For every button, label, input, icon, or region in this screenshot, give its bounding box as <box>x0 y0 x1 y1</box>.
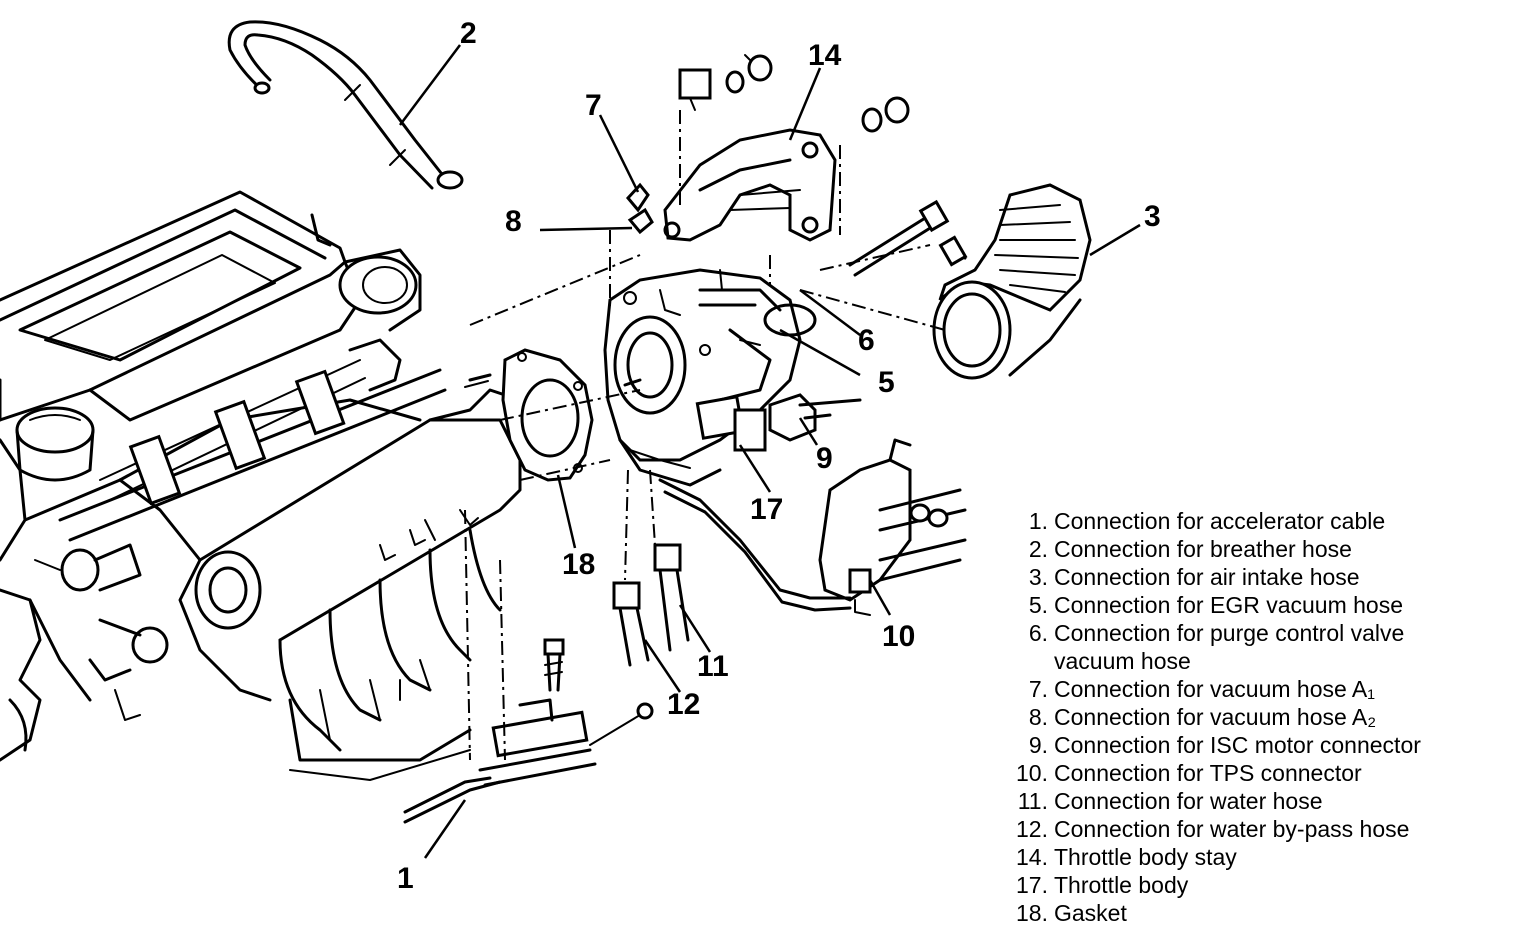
legend-text: Connection for water hose <box>1054 788 1323 814</box>
callout-12: 12 <box>667 688 700 721</box>
tps-bracket-part <box>818 438 967 616</box>
legend-item: 3.Connection for air intake hose <box>1000 563 1510 591</box>
legend-item: 6.Connection for purge control valve <box>1000 619 1510 647</box>
legend-text: Connection for ISC motor connector <box>1054 732 1421 758</box>
air-intake-hose-part <box>932 183 1092 380</box>
legend-item: 18.Gasket <box>1000 899 1510 927</box>
accelerator-cable-part <box>403 638 654 824</box>
legend-text: Connection for vacuum hose A₂ <box>1054 704 1377 730</box>
legend-item: 12.Connection for water by-pass hose <box>1000 815 1510 843</box>
callout-18: 18 <box>562 548 595 581</box>
callout-labels: 1 2 3 5 6 7 8 9 10 11 12 14 17 18 <box>397 17 1161 895</box>
callout-14: 14 <box>808 39 842 72</box>
legend-text: Connection for EGR vacuum hose <box>1054 592 1404 618</box>
legend-item: 17.Throttle body <box>1000 871 1510 899</box>
legend-item: 7.Connection for vacuum hose A₁ <box>1000 675 1510 703</box>
legend-item: 14.Throttle body stay <box>1000 843 1510 871</box>
legend-number: 2. <box>1028 536 1048 562</box>
legend-number: 10. <box>1016 760 1048 786</box>
isc-connector-part <box>768 393 862 442</box>
engine-block <box>0 190 447 762</box>
legend-text: Connection for accelerator cable <box>1054 508 1386 534</box>
legend-number: 3. <box>1028 564 1048 590</box>
legend-number: 18. <box>1016 900 1048 926</box>
legend-number: 8. <box>1028 704 1048 730</box>
throttle-body-part <box>603 268 817 487</box>
callout-1: 1 <box>397 862 414 895</box>
legend-number: 17. <box>1016 872 1048 898</box>
legend-text: Connection for air intake hose <box>1054 564 1360 590</box>
legend-number: 14. <box>1016 844 1048 870</box>
legend-item: 11.Connection for water hose <box>1000 787 1510 815</box>
legend-item-continuation: vacuum hose <box>1000 647 1510 675</box>
legend-number: 5. <box>1028 592 1048 618</box>
legend-item: 5.Connection for EGR vacuum hose <box>1000 591 1510 619</box>
legend-text: Connection for water by-pass hose <box>1054 816 1410 842</box>
legend-text: Connection for TPS connector <box>1054 760 1362 786</box>
legend-number: 1. <box>1028 508 1048 534</box>
callout-17: 17 <box>750 493 783 526</box>
callout-10: 10 <box>882 620 915 653</box>
legend-item: 1.Connection for accelerator cable <box>1000 507 1510 535</box>
callout-8: 8 <box>505 205 522 238</box>
breather-hose-part <box>227 20 464 190</box>
legend-text: Connection for purge control valve <box>1054 620 1405 646</box>
callout-6: 6 <box>858 324 875 357</box>
vacuum-hose-parts <box>626 182 654 235</box>
legend-text: vacuum hose <box>1054 648 1191 674</box>
legend-number: 7. <box>1028 676 1048 702</box>
legend-item: 2.Connection for breather hose <box>1000 535 1510 563</box>
alignment-lines <box>464 110 946 761</box>
hardware-parts <box>623 54 950 387</box>
callout-7: 7 <box>585 89 602 122</box>
legend-number: 6. <box>1028 620 1048 646</box>
legend-text: Connection for breather hose <box>1054 536 1352 562</box>
legend-text: Connection for vacuum hose A₁ <box>1054 676 1376 702</box>
legend-text: Throttle body stay <box>1054 844 1237 870</box>
legend-number <box>1000 647 1054 675</box>
legend-text: Throttle body <box>1054 872 1189 898</box>
leader-lines <box>399 44 1141 859</box>
callout-11: 11 <box>697 650 729 683</box>
legend-number: 9. <box>1028 732 1048 758</box>
callout-9: 9 <box>816 442 833 475</box>
wire-harness <box>658 478 852 600</box>
gasket-part <box>464 348 594 482</box>
water-hose-parts <box>612 543 690 667</box>
legend-number: 11. <box>1017 788 1048 814</box>
callout-2: 2 <box>460 17 477 50</box>
parts-legend: 1.Connection for accelerator cable 2.Con… <box>1000 507 1510 927</box>
wire-harness-2 <box>663 490 852 612</box>
legend-item: 8.Connection for vacuum hose A₂ <box>1000 703 1510 731</box>
callout-3: 3 <box>1144 200 1161 233</box>
legend-number: 12. <box>1016 816 1048 842</box>
legend-item: 10.Connection for TPS connector <box>1000 759 1510 787</box>
legend-item: 9.Connection for ISC motor connector <box>1000 731 1510 759</box>
throttle-body-stay-part <box>663 128 837 242</box>
callout-5: 5 <box>878 366 895 399</box>
legend-text: Gasket <box>1054 900 1127 926</box>
